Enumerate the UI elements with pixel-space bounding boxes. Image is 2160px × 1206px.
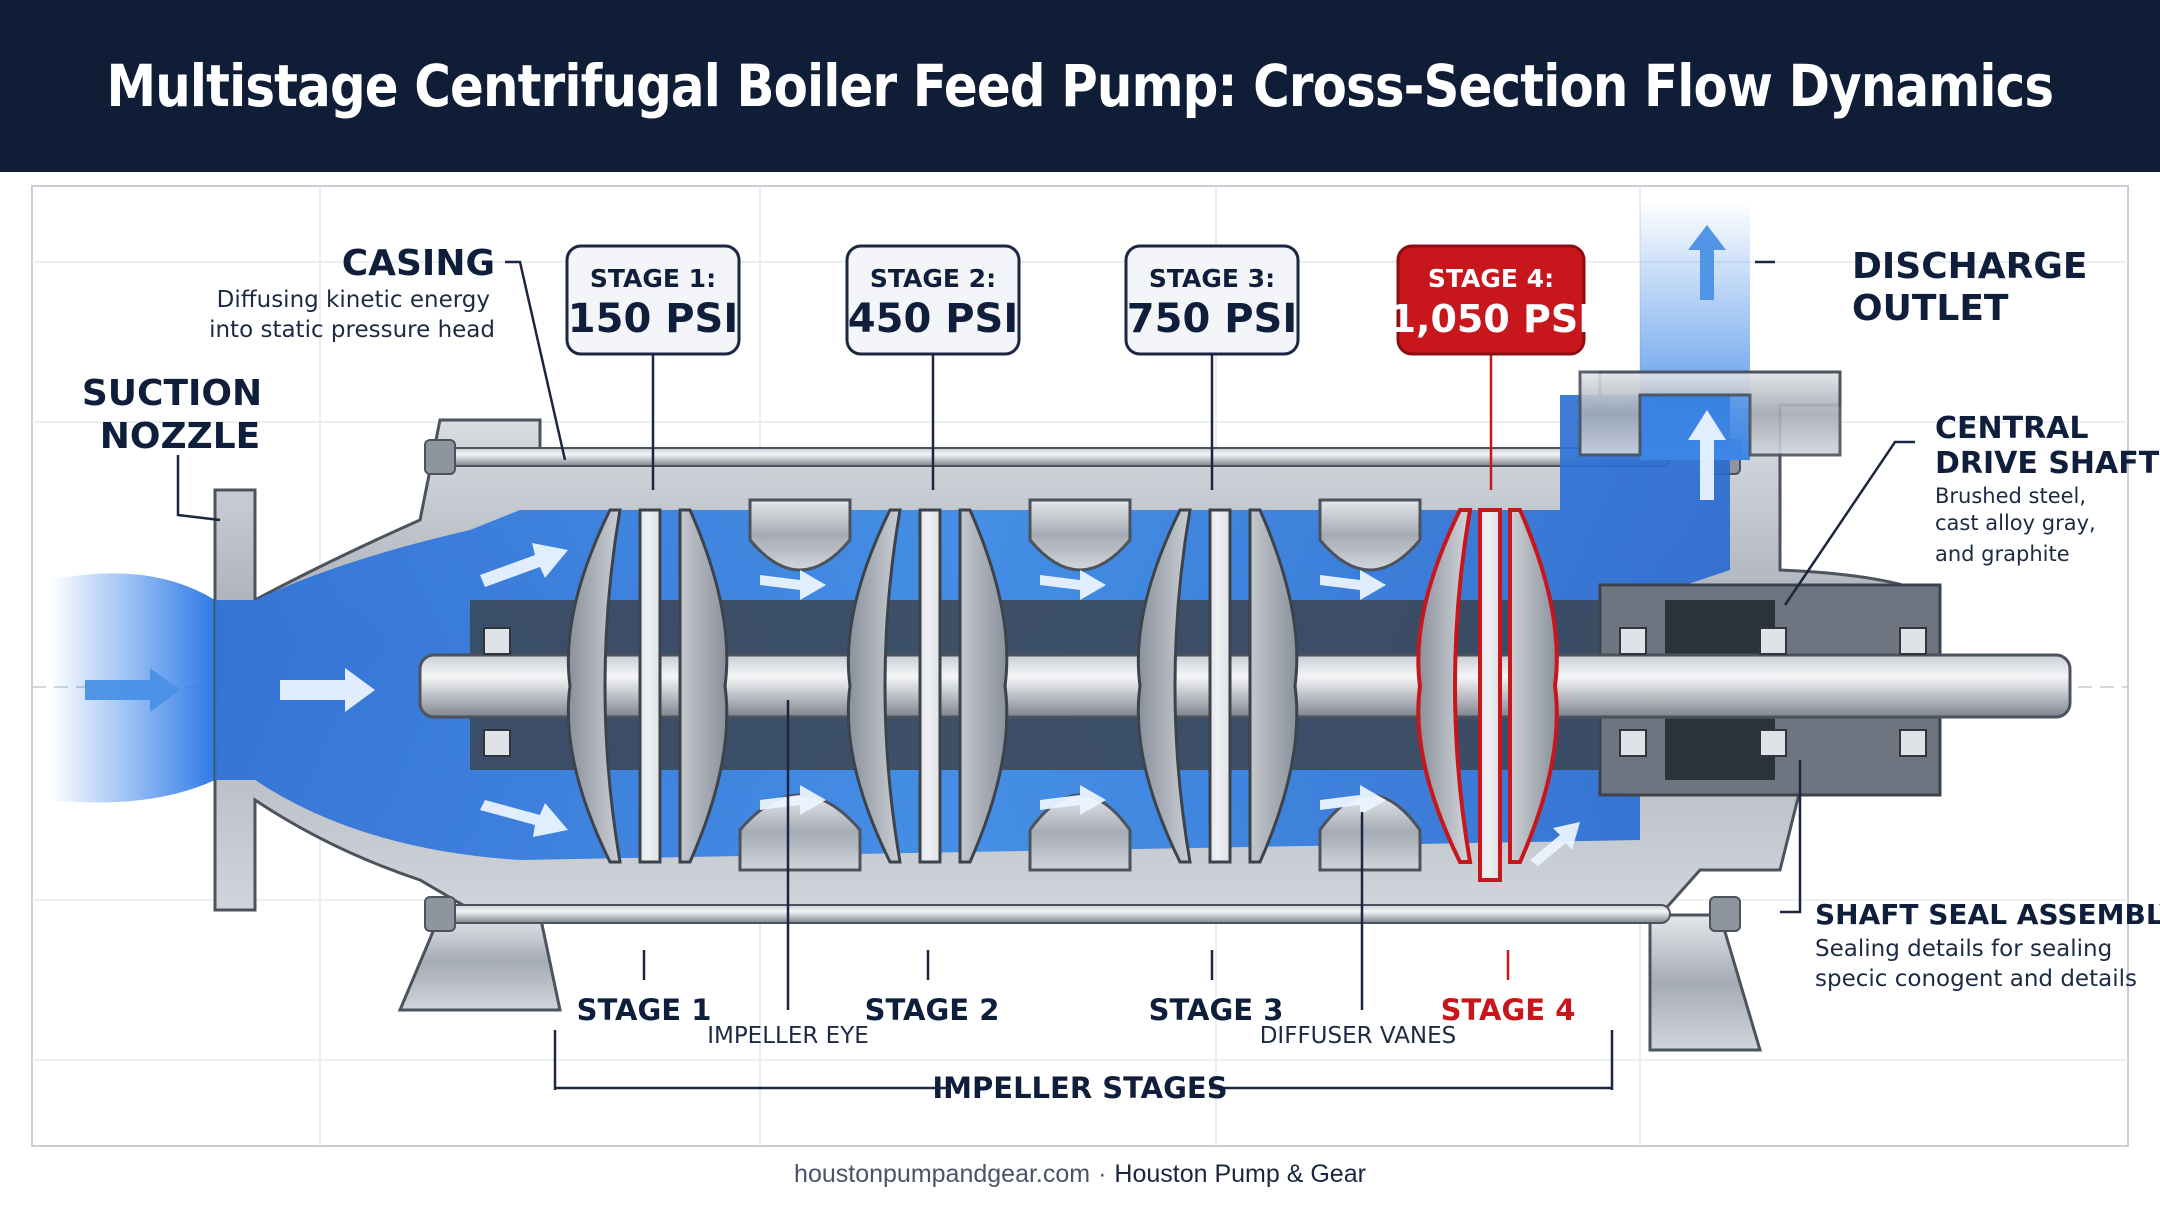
pump-foot-right [1648, 913, 1763, 1052]
impeller-stage-3 [1136, 508, 1299, 864]
shaft-desc: and graphite [1935, 542, 2070, 566]
stage-bottom-label: STAGE 2 [865, 993, 1000, 1027]
tie-rod-bottom [429, 904, 1671, 924]
stage-bottom-label: STAGE 1 [577, 993, 712, 1027]
footer: houstonpumpandgear.com·Houston Pump & Ge… [0, 1160, 2160, 1189]
leader-lines [176, 260, 1915, 1090]
discharge-label: OUTLET [1852, 288, 2009, 329]
central-drive-shaft [418, 653, 2072, 719]
stage-tag-label: STAGE 1: [590, 264, 716, 293]
stage-bottom-label: STAGE 4 [1441, 993, 1576, 1027]
stage-pressure: 750 PSI [1127, 296, 1297, 342]
page-title: Multistage Centrifugal Boiler Feed Pump:… [106, 52, 2055, 120]
shaft-label: CENTRAL [1935, 411, 2089, 446]
shaft-label: DRIVE SHAFT [1935, 446, 2160, 481]
tie-rod-top [429, 447, 1671, 467]
pump-diagram: STAGE 1: 150 PSI STAGE 2: 450 PSI STAGE … [31, 185, 2160, 1147]
seal-desc: Sealing details for sealing [1815, 936, 2112, 962]
impeller-stages-label: IMPELLER STAGES [932, 1071, 1227, 1105]
stage-tag-4: STAGE 4: 1,050 PSI [1390, 244, 1593, 356]
impeller-stage-4 [1416, 508, 1559, 882]
footer-brand: Houston Pump & Gear [1114, 1160, 1366, 1188]
impeller-stage-2 [846, 508, 1009, 864]
stage-pressure: 1,050 PSI [1390, 297, 1593, 341]
tie-rod-nut [1709, 896, 1741, 932]
impeller-eye-label: IMPELLER EYE [707, 1023, 869, 1049]
seal-desc: specic conogent and details [1815, 966, 2137, 992]
shaft-desc: cast alloy gray, [1935, 511, 2096, 535]
discharge-label: DISCHARGE [1852, 246, 2087, 287]
footer-separator: · [1098, 1160, 1107, 1188]
stage-pressure: 450 PSI [848, 296, 1018, 342]
flow-arrows [85, 225, 1726, 866]
tie-rod-nut [424, 896, 456, 932]
impeller-stage-1 [566, 508, 729, 864]
impellers [566, 508, 1559, 882]
suction-label: NOZZLE [100, 416, 260, 457]
footer-site: houstonpumpandgear.com [794, 1160, 1091, 1188]
diffuser-bowls [738, 498, 1422, 872]
suction-label: SUCTION [82, 373, 262, 414]
stage-tag-2: STAGE 2: 450 PSI [845, 244, 1021, 356]
discharge-nozzle [1578, 370, 1842, 457]
discharge-flow [1640, 200, 1750, 460]
stage-tag-label: STAGE 4: [1428, 264, 1554, 293]
seal-label: SHAFT SEAL ASSEMBLY [1815, 898, 2160, 931]
tie-rod-nut [424, 439, 456, 475]
title-bar: Multistage Centrifugal Boiler Feed Pump:… [0, 0, 2160, 172]
casing-desc: into static pressure head [209, 317, 495, 343]
blueprint-frame [31, 185, 2129, 1147]
pump-foot-left [397, 913, 562, 1012]
stage-tag-label: STAGE 3: [1149, 264, 1275, 293]
stage-bottom-label: STAGE 3 [1149, 993, 1284, 1027]
diffuser-vanes-label: DIFFUSER VANES [1260, 1023, 1457, 1049]
stage-tag-1: STAGE 1: 150 PSI [565, 244, 741, 356]
stage-tag-label: STAGE 2: [870, 264, 996, 293]
stage-pressure: 150 PSI [568, 296, 738, 342]
stage-tag-3: STAGE 3: 750 PSI [1124, 244, 1300, 356]
casing-label: CASING [342, 243, 495, 284]
bearings [483, 627, 1927, 757]
shaft-desc: Brushed steel, [1935, 484, 2086, 508]
casing-desc: Diffusing kinetic energy [217, 287, 490, 313]
